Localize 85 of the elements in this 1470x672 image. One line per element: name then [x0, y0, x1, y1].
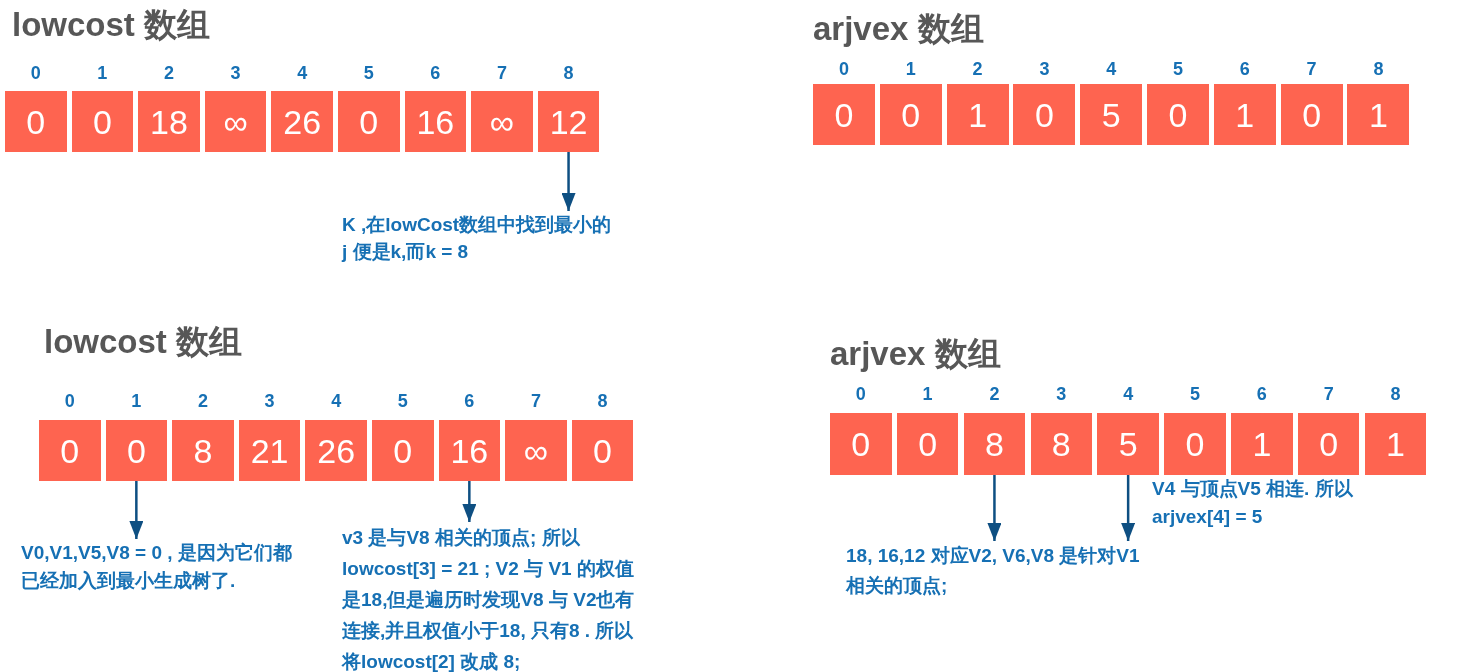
- array-title: arjvex 数组: [830, 337, 1001, 370]
- array-cell: 16: [404, 91, 467, 152]
- index-number: 7: [1323, 385, 1334, 403]
- index-number: 4: [297, 64, 308, 82]
- index-number: 5: [363, 64, 374, 82]
- index-number: 7: [1306, 60, 1317, 78]
- index-number: 6: [1256, 385, 1267, 403]
- array-cell: 1: [1231, 413, 1293, 475]
- array-cell: 1: [1213, 84, 1276, 145]
- array-cell: 0: [1147, 84, 1209, 145]
- array-cell: 18: [138, 91, 200, 152]
- array-cell: 0: [813, 84, 875, 145]
- array-cell: 0: [1297, 413, 1360, 475]
- array-cell: 0: [896, 413, 959, 475]
- array-cell: 0: [5, 91, 67, 152]
- index-number: 2: [163, 64, 174, 82]
- array-cell: 16: [438, 420, 501, 481]
- index-number: 2: [989, 385, 1000, 403]
- note-text: K ,在lowCost数组中找到最小的j 便是k,而k = 8: [342, 211, 614, 265]
- index-number: 6: [464, 392, 475, 410]
- array-cell: 26: [305, 420, 367, 481]
- array-cell: 8: [172, 420, 234, 481]
- index-number: 3: [1056, 385, 1067, 403]
- index-number: 6: [1239, 60, 1250, 78]
- array-cell: 21: [238, 420, 301, 481]
- array-cell: 0: [372, 420, 434, 481]
- array-cell: 5: [1097, 413, 1159, 475]
- index-number: 6: [430, 64, 441, 82]
- arrow: [561, 152, 576, 211]
- note-text: 18, 16,12 对应V2, V6,V8 是针对V1相关的顶点;: [846, 541, 1146, 601]
- array-cell: 26: [271, 91, 333, 152]
- array-cell: 5: [1080, 84, 1143, 145]
- array-cell: ∞: [204, 91, 267, 152]
- array-cell: 1: [946, 84, 1009, 145]
- index-number: 2: [197, 392, 208, 410]
- index-number: 5: [1190, 385, 1200, 403]
- array-cell: ∞: [471, 91, 533, 152]
- array-title: lowcost 数组: [44, 325, 243, 358]
- index-number: 5: [397, 392, 408, 410]
- array-cell: ∞: [505, 420, 567, 481]
- array-cell: 0: [1280, 84, 1343, 145]
- index-number: 2: [972, 60, 983, 78]
- index-number: 8: [1373, 60, 1384, 78]
- array-cell: 0: [39, 420, 101, 481]
- index-number: 0: [855, 385, 866, 403]
- array-title: lowcost 数组: [12, 8, 211, 41]
- index-number: 4: [1123, 385, 1134, 403]
- index-number: 7: [496, 64, 507, 82]
- arrow: [129, 481, 144, 539]
- array-cell: 0: [71, 91, 134, 152]
- array-cell: 12: [537, 91, 600, 152]
- index-number: 1: [97, 64, 108, 82]
- array-cell: 0: [338, 91, 400, 152]
- arrow: [1121, 475, 1136, 541]
- index-number: 0: [64, 392, 75, 410]
- index-number: 1: [922, 385, 933, 403]
- index-number: 8: [597, 392, 608, 410]
- array-cell: 1: [1347, 84, 1410, 145]
- index-number: 8: [563, 64, 574, 82]
- note-text: v3 是与V8 相关的顶点; 所以lowcost[3] = 21 ; V2 与 V1 的权值是18,但是遍历时发现V8 与 V2也有连接,并且权值小于18, 只有8 . 所以将lowcost[2] 改成 8;: [342, 522, 638, 672]
- array-cell: 1: [1364, 413, 1427, 475]
- array-cell: 0: [105, 420, 168, 481]
- arrow: [462, 481, 477, 522]
- index-number: 1: [131, 392, 142, 410]
- index-number: 3: [1039, 60, 1050, 78]
- array-cell: 0: [571, 420, 634, 481]
- array-cell: 8: [963, 413, 1026, 475]
- array-cell: 0: [879, 84, 942, 145]
- array-cell: 0: [1164, 413, 1226, 475]
- array-cell: 8: [1030, 413, 1093, 475]
- index-number: 7: [530, 392, 541, 410]
- index-number: 5: [1173, 60, 1183, 78]
- index-number: 3: [230, 64, 241, 82]
- index-number: 4: [331, 392, 342, 410]
- index-number: 0: [30, 64, 41, 82]
- note-text: V0,V1,V5,V8 = 0 , 是因为它们都已经加入到最小生成树了.: [21, 539, 303, 595]
- array-title: arjvex 数组: [813, 12, 984, 45]
- index-number: 3: [264, 392, 275, 410]
- arrow: [987, 475, 1002, 541]
- array-cell: 0: [830, 413, 892, 475]
- index-number: 8: [1390, 385, 1401, 403]
- index-number: 1: [905, 60, 916, 78]
- index-number: 0: [839, 60, 849, 78]
- array-cell: 0: [1013, 84, 1076, 145]
- index-number: 4: [1106, 60, 1117, 78]
